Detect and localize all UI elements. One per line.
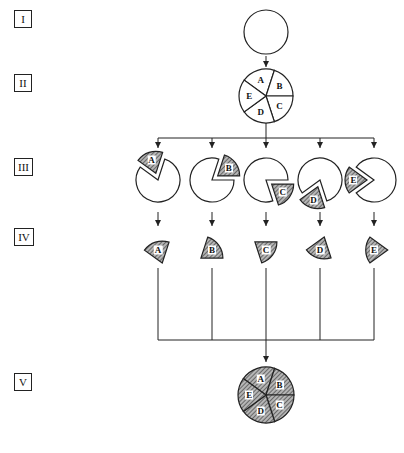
- stage-number-box: III: [14, 158, 33, 176]
- stage-number: V: [19, 377, 27, 388]
- sector-letter: B: [225, 163, 233, 172]
- sector-letter: E: [370, 246, 378, 255]
- sector-letter: C: [275, 400, 284, 409]
- removed-sector: [345, 167, 367, 193]
- flow-arrow: [266, 340, 267, 362]
- sector-letter: E: [245, 92, 253, 101]
- sector-letter: E: [349, 176, 357, 185]
- flow-line: [266, 268, 267, 340]
- flow-line: [320, 268, 321, 340]
- flow-arrow: [212, 138, 213, 148]
- sector-letter: C: [262, 246, 271, 255]
- flow-arrow: [320, 138, 321, 148]
- remaining-circle: [244, 158, 288, 202]
- removed-sector: [300, 187, 325, 209]
- stage-number-box: V: [14, 373, 32, 391]
- flow-arrow: [266, 212, 267, 226]
- sector-letter: C: [275, 101, 284, 110]
- stage-number-box: I: [14, 10, 32, 28]
- flow-arrow: [158, 212, 159, 226]
- sector-letter: D: [257, 407, 266, 416]
- single-sector: [306, 237, 331, 259]
- sector-letter: B: [275, 82, 283, 91]
- stage-number: II: [19, 78, 26, 89]
- rejoined-sector: [266, 368, 294, 395]
- circle-sector: [266, 70, 293, 96]
- stage-number-box: II: [14, 74, 32, 92]
- flow-arrow: [266, 56, 267, 67]
- removed-sector: [138, 151, 163, 173]
- sector-letter: D: [309, 195, 318, 204]
- stage-number-box: IV: [14, 228, 34, 246]
- sector-letter: B: [208, 246, 216, 255]
- flow-arrow: [212, 212, 213, 226]
- sector-letter: A: [147, 156, 156, 165]
- whole-circle: [244, 10, 288, 54]
- stage-number: IV: [18, 232, 30, 243]
- removed-sector: [272, 184, 294, 205]
- flow-arrow: [266, 138, 267, 148]
- sector-letter: D: [316, 246, 325, 255]
- removed-sector: [218, 155, 240, 176]
- flow-line: [212, 268, 213, 340]
- flow-arrow: [320, 212, 321, 226]
- flow-arrow: [374, 138, 375, 148]
- single-sector: [366, 237, 388, 263]
- flow-line: [374, 268, 375, 340]
- sector-letter: A: [154, 246, 163, 255]
- sector-letter: A: [257, 375, 266, 384]
- stage-number: III: [18, 162, 29, 173]
- sector-letter: A: [257, 76, 266, 85]
- remaining-circle: [190, 158, 234, 202]
- flow-line: [266, 123, 267, 138]
- sector-letter: D: [257, 107, 266, 116]
- single-sector: [201, 237, 223, 258]
- sector-letter: E: [245, 391, 253, 400]
- single-sector: [255, 242, 277, 263]
- single-sector: [144, 241, 169, 263]
- flow-arrow: [158, 138, 159, 148]
- sector-letter: B: [276, 381, 284, 390]
- sector-letter: C: [278, 188, 287, 197]
- stage-number: I: [21, 14, 25, 25]
- flow-arrow: [374, 212, 375, 226]
- flow-line: [158, 268, 159, 340]
